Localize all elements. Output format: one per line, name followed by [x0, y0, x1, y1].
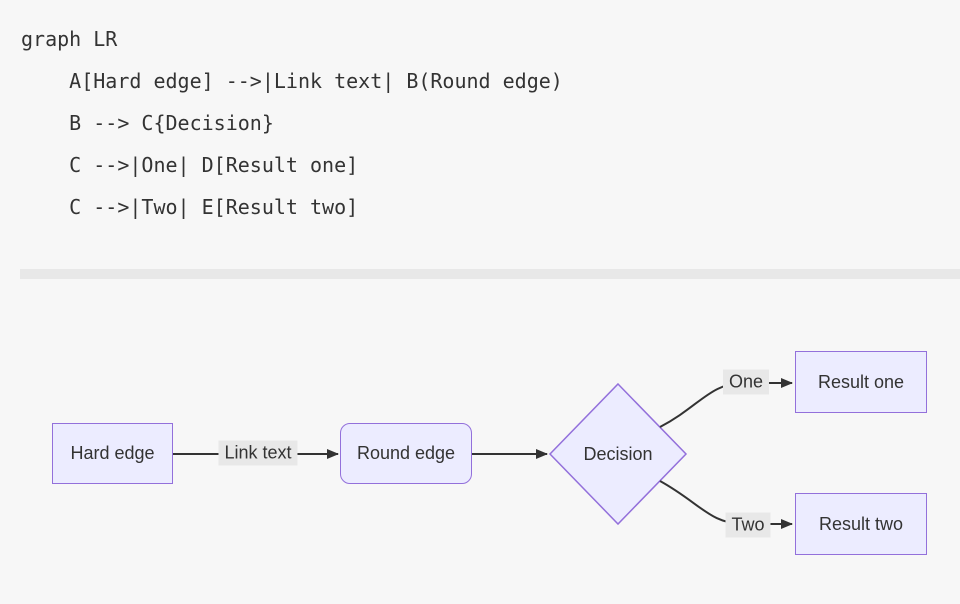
code-line: graph LR	[21, 27, 118, 51]
code-line: C -->|One| D[Result one]	[21, 153, 359, 177]
edge-label-link-text: Link text	[218, 440, 298, 466]
node-decision-shape	[548, 382, 688, 526]
code-line: C -->|Two| E[Result two]	[21, 195, 359, 219]
section-divider	[20, 269, 960, 279]
node-hard-edge: Hard edge	[52, 423, 173, 484]
node-result-one-label: Result one	[817, 371, 905, 392]
mermaid-code-block: graph LR A[Hard edge] -->|Link text| B(R…	[21, 18, 563, 228]
node-decision-text: Decision	[583, 443, 653, 464]
node-result-two: Result two	[795, 493, 927, 555]
node-hard-edge-label: Hard edge	[70, 443, 155, 463]
node-result-one: Result one	[795, 351, 927, 413]
node-result-two-label: Result two	[818, 513, 904, 534]
node-decision-label: Decision	[558, 440, 678, 468]
node-round-edge: Round edge	[340, 423, 472, 484]
code-line: A[Hard edge] -->|Link text| B(Round edge…	[21, 69, 563, 93]
edge-label-two: Two	[725, 512, 771, 538]
edge-label-one: One	[722, 369, 770, 395]
code-line: B --> C{Decision}	[21, 111, 274, 135]
node-round-edge-label: Round edge	[356, 443, 456, 463]
